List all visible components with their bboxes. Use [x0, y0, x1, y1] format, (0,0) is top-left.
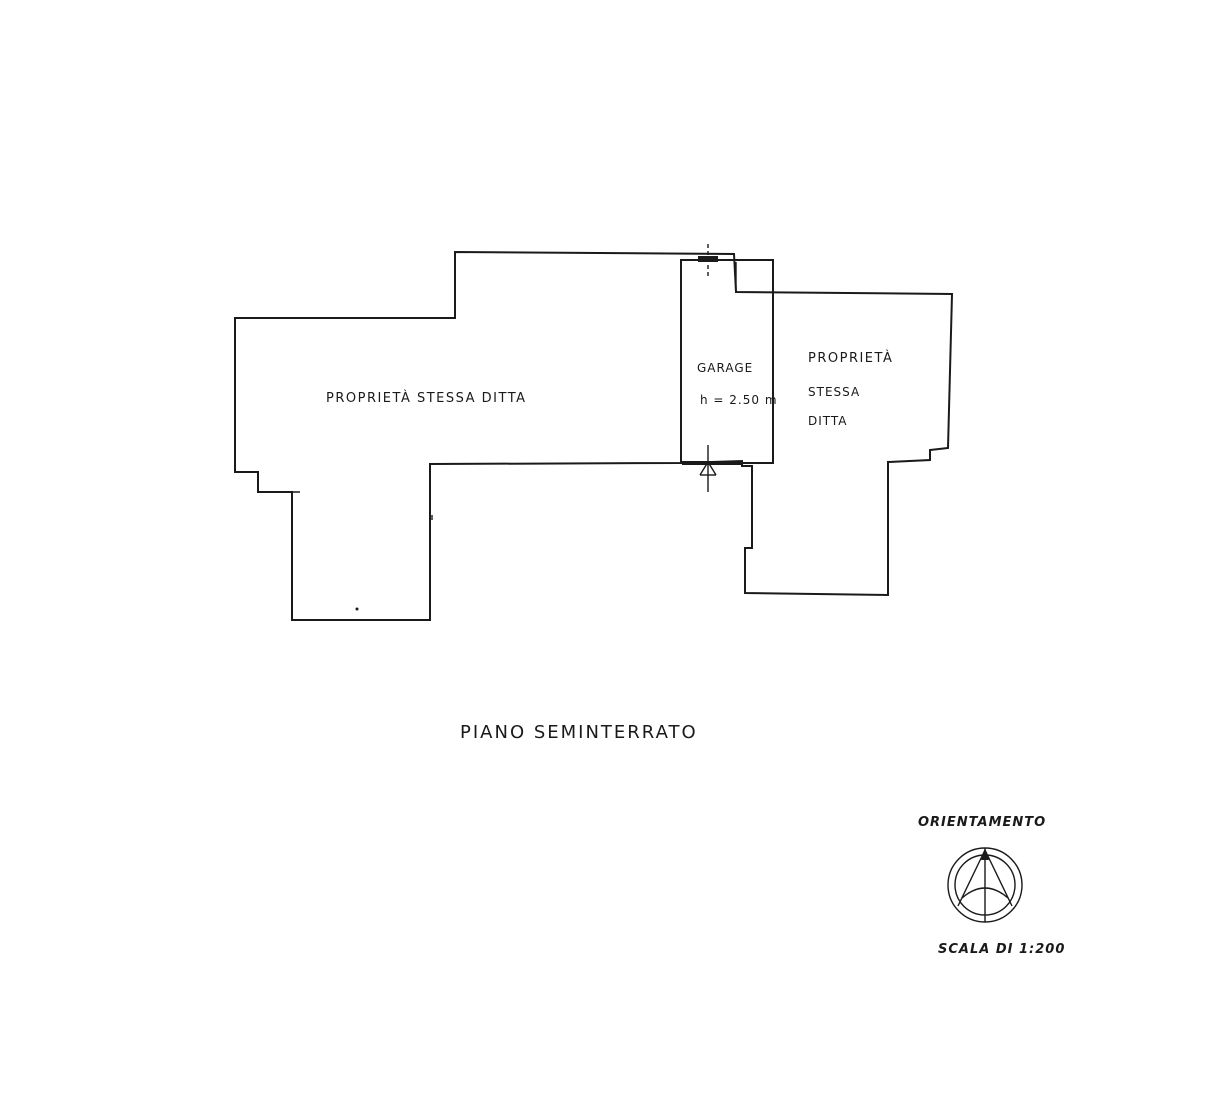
orientation-label: ORIENTAMENTO [918, 815, 1046, 830]
compass-icon [947, 847, 1023, 923]
top-door-marker [698, 244, 718, 278]
right-property-label-line2: STESSA [808, 385, 860, 399]
speck [355, 607, 359, 611]
right-property-label-line1: PROPRIETÀ [808, 350, 893, 366]
garage-side-wall [735, 262, 774, 463]
main-property-outline [234, 250, 954, 621]
main-property-label: PROPRIETÀ STESSA DITTA [326, 390, 527, 406]
right-property-label-line3: DITTA [808, 414, 848, 428]
wall-detail [292, 491, 433, 520]
garage-height-label: h = 2.50 m [700, 393, 778, 407]
scale-label: SCALA DI 1:200 [938, 942, 1065, 957]
entrance-marker [682, 445, 742, 492]
garage-label: GARAGE [697, 361, 753, 375]
plan-title: PIANO SEMINTERRATO [460, 722, 698, 743]
